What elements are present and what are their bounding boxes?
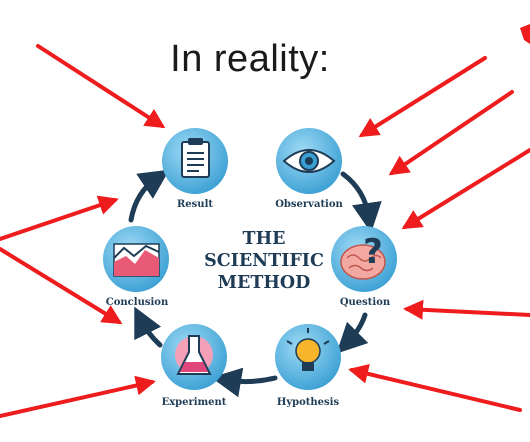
brain-question-icon: ? bbox=[340, 232, 386, 280]
slide-heading: In reality: bbox=[170, 38, 330, 80]
stage-label-hypothesis: Hypothesis bbox=[276, 397, 340, 408]
pointer-arrows bbox=[0, 44, 530, 418]
cycle-arrow-question-to-hypothesis bbox=[336, 312, 369, 354]
svg-text:?: ? bbox=[363, 232, 383, 272]
stage-label-question: Question bbox=[339, 297, 391, 308]
stage-conclusion bbox=[103, 226, 169, 292]
pointer-arrow-1 bbox=[36, 44, 166, 129]
chart-icon bbox=[113, 243, 160, 277]
stage-hypothesis bbox=[275, 324, 341, 390]
stage-observation bbox=[276, 128, 342, 194]
pointer-arrow-8 bbox=[403, 299, 530, 320]
edge-fragment-shape bbox=[520, 24, 530, 44]
stage-label-observation: Observation bbox=[275, 199, 343, 210]
pointer-arrow-9 bbox=[348, 363, 522, 412]
cycle-arrow-experiment-to-conclusion bbox=[134, 306, 163, 348]
stage-label-experiment: Experiment bbox=[161, 397, 227, 408]
stage-experiment bbox=[161, 324, 227, 390]
lightbulb-icon bbox=[286, 328, 330, 371]
pointer-arrow-2 bbox=[0, 195, 119, 241]
diagram-title-line: THE bbox=[242, 229, 286, 249]
stage-label-conclusion: Conclusion bbox=[105, 297, 169, 308]
diagram-title-line: SCIENTIFIC bbox=[204, 251, 324, 271]
flask-icon bbox=[175, 335, 213, 375]
diagram-title: THE SCIENTIFIC METHOD bbox=[176, 228, 352, 294]
clipboard-icon bbox=[181, 138, 210, 178]
pointer-arrow-4 bbox=[0, 375, 156, 418]
stage-label-result: Result bbox=[177, 199, 213, 210]
diagram-title-line: METHOD bbox=[217, 273, 311, 293]
cycle-arrow-hypothesis-to-experiment bbox=[211, 367, 278, 398]
stage-result bbox=[162, 128, 228, 194]
eye-icon bbox=[282, 149, 336, 173]
pointer-arrow-7 bbox=[401, 148, 530, 230]
pointer-arrow-5 bbox=[358, 56, 487, 138]
cycle-arrow-observation-to-question bbox=[340, 171, 382, 233]
cycle-arrows bbox=[128, 169, 382, 398]
cycle-arrow-conclusion-to-result bbox=[128, 169, 170, 223]
pointer-arrow-6 bbox=[388, 90, 514, 176]
stage-question: ? bbox=[331, 226, 397, 292]
pointer-arrow-3 bbox=[0, 247, 123, 325]
